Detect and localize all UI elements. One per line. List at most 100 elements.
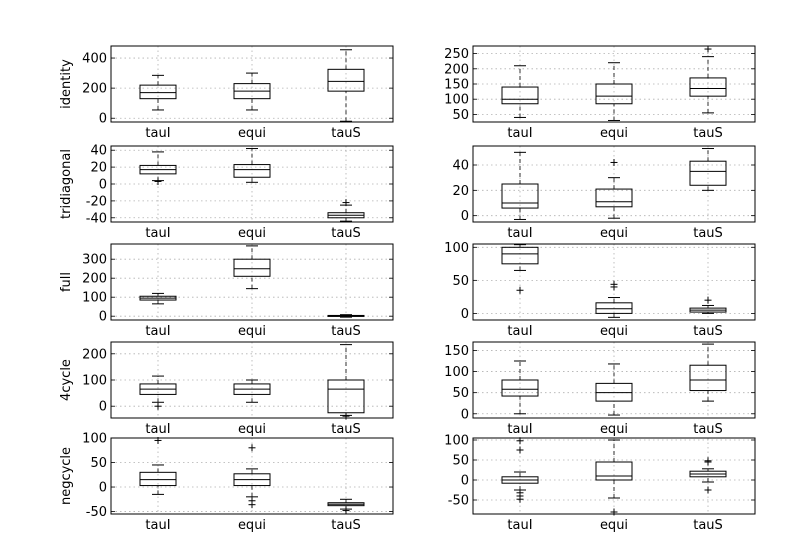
- x-tick-label: tauS: [331, 518, 361, 533]
- box-tauI: [501, 151, 539, 220]
- y-tick-label: 0: [461, 307, 469, 322]
- y-tick-label: 100: [444, 434, 469, 449]
- x-tick-label: tauI: [145, 126, 170, 141]
- box-tauS: [689, 45, 727, 114]
- x-tick-label: equi: [238, 422, 266, 437]
- box-iqr: [595, 302, 633, 314]
- y-tick-label: 200: [82, 272, 107, 287]
- x-tick-label: equi: [600, 324, 628, 339]
- y-tick-label: -20: [86, 194, 107, 209]
- x-tick-label: tauI: [507, 226, 532, 241]
- x-tick-label: tauS: [693, 324, 723, 339]
- box-tauS: [327, 199, 365, 222]
- y-tick-label: 40: [452, 159, 469, 174]
- box-iqr: [689, 364, 727, 392]
- x-tick-label: equi: [238, 126, 266, 141]
- box-tauI: [139, 375, 177, 410]
- outlier-marker: [248, 501, 256, 509]
- x-tick-label: equi: [238, 518, 266, 533]
- box-equi: [595, 363, 633, 416]
- x-tick-label: equi: [238, 324, 266, 339]
- y-axis-label: identity: [59, 59, 74, 109]
- x-tick-label: tauI: [145, 226, 170, 241]
- outlier-marker: [610, 158, 618, 166]
- outlier-marker: [704, 296, 712, 304]
- outlier-marker: [704, 457, 712, 465]
- box-tauS: [327, 49, 365, 122]
- outlier-marker: [516, 446, 524, 454]
- axes-frame: [472, 341, 756, 419]
- x-tick-label: tauI: [507, 518, 532, 533]
- x-tick-label: tauS: [331, 324, 361, 339]
- outlier-marker: [516, 286, 524, 294]
- axes-frame: [110, 341, 394, 419]
- box-tauI: [139, 74, 177, 111]
- y-tick-label: 0: [461, 407, 469, 422]
- x-tick-label: tauI: [507, 324, 532, 339]
- box-iqr: [595, 83, 633, 105]
- box-iqr: [233, 258, 271, 277]
- box-tauI: [501, 65, 539, 118]
- y-axis-label: 4cycle: [59, 359, 74, 401]
- y-axis-label: full: [59, 272, 74, 292]
- axes-frame: [472, 145, 756, 223]
- box-equi: [233, 72, 271, 111]
- y-tick-label: 100: [82, 374, 107, 389]
- box-iqr: [501, 246, 539, 265]
- box-tauI: [139, 436, 177, 495]
- box-tauI: [501, 360, 539, 415]
- outlier-marker: [704, 486, 712, 494]
- axes-frame: [110, 243, 394, 321]
- y-tick-label: 400: [82, 52, 107, 67]
- y-tick-label: 50: [452, 454, 469, 469]
- box-equi: [233, 379, 271, 403]
- y-tick-label: 20: [90, 161, 107, 176]
- x-tick-label: equi: [600, 518, 628, 533]
- y-tick-label: 100: [82, 291, 107, 306]
- x-tick-label: tauS: [331, 126, 361, 141]
- outlier-marker: [342, 412, 350, 420]
- axes-frame: [472, 243, 756, 321]
- box-iqr: [689, 160, 727, 186]
- outlier-marker: [516, 495, 524, 503]
- y-tick-label: 100: [82, 432, 107, 447]
- y-tick-label: -50: [86, 505, 107, 520]
- x-tick-label: tauS: [693, 126, 723, 141]
- y-tick-label: 0: [99, 178, 107, 193]
- y-tick-label: 100: [444, 93, 469, 108]
- y-tick-label: 50: [452, 108, 469, 123]
- y-tick-label: 0: [461, 474, 469, 489]
- x-tick-label: equi: [600, 226, 628, 241]
- axes-frame: [110, 145, 394, 223]
- y-tick-label: 0: [461, 209, 469, 224]
- box-tauI: [139, 292, 177, 305]
- y-tick-label: 100: [444, 241, 469, 256]
- y-tick-label: 50: [452, 386, 469, 401]
- outlier-marker: [342, 507, 350, 515]
- box-equi: [233, 148, 271, 183]
- box-tauS: [327, 498, 365, 515]
- x-tick-label: equi: [600, 422, 628, 437]
- box-iqr: [595, 188, 633, 208]
- x-tick-label: tauI: [145, 324, 170, 339]
- outlier-marker: [704, 45, 712, 53]
- box-tauI: [501, 244, 539, 294]
- x-tick-label: tauS: [693, 422, 723, 437]
- box-equi: [595, 158, 633, 219]
- box-iqr: [327, 68, 365, 92]
- box-equi: [595, 62, 633, 121]
- y-tick-label: 200: [82, 347, 107, 362]
- y-tick-label: 40: [90, 144, 107, 159]
- axes-frame: [110, 437, 394, 515]
- x-tick-label: tauS: [331, 226, 361, 241]
- y-axis-label: tridiagonal: [59, 149, 74, 219]
- box-tauI: [139, 151, 177, 185]
